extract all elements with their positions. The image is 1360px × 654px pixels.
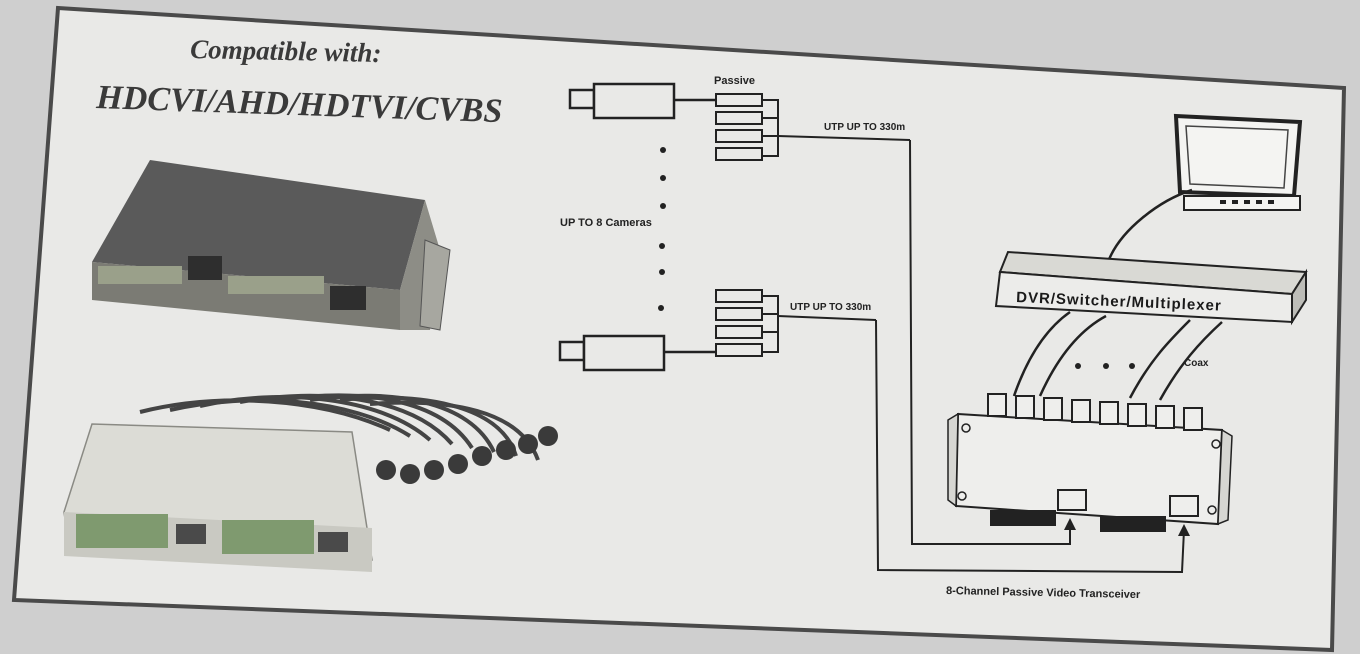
rj45-port-icon [176, 524, 206, 544]
coax-cable-lines [1012, 310, 1223, 401]
bnc-connector-icon [376, 426, 558, 484]
utp-label-bottom: UTP UP TO 330m [790, 302, 871, 313]
passive-label: Passive [714, 75, 755, 87]
bnc-connector-icon [987, 393, 1203, 431]
arrow-up-icon [1064, 518, 1190, 536]
dvr-box [994, 250, 1308, 326]
coax-label: Coax [1184, 358, 1209, 369]
utp-label-top: UTP UP TO 330m [824, 122, 905, 133]
monitor-icon [1173, 113, 1303, 211]
camera-bottom-icon [558, 334, 716, 372]
passive-balun-top-icon [715, 93, 911, 161]
product-photo-light-transceiver [63, 393, 558, 572]
product-photo-dark-transceiver [92, 160, 451, 331]
rj45-port-icon [1169, 495, 1199, 517]
rj45-port-icon [318, 532, 348, 552]
utp-cable-lines [875, 139, 1185, 574]
ellipsis-dots-icon [1075, 363, 1135, 369]
ellipsis-dots-icon [658, 147, 666, 311]
rj45-port-icon [1057, 489, 1087, 511]
transceiver-device-icon [947, 393, 1233, 532]
passive-balun-bottom-icon [715, 289, 877, 357]
transceiver-label: 8-Channel Passive Video Transceiver [946, 585, 1141, 601]
rj45-port-icon [330, 286, 366, 310]
compatible-heading: Compatible with: [190, 34, 382, 68]
rj45-port-icon [188, 256, 222, 280]
camera-top-icon [568, 82, 716, 120]
monitor-cable [1106, 188, 1193, 263]
cameras-count-label: UP TO 8 Cameras [560, 217, 652, 229]
